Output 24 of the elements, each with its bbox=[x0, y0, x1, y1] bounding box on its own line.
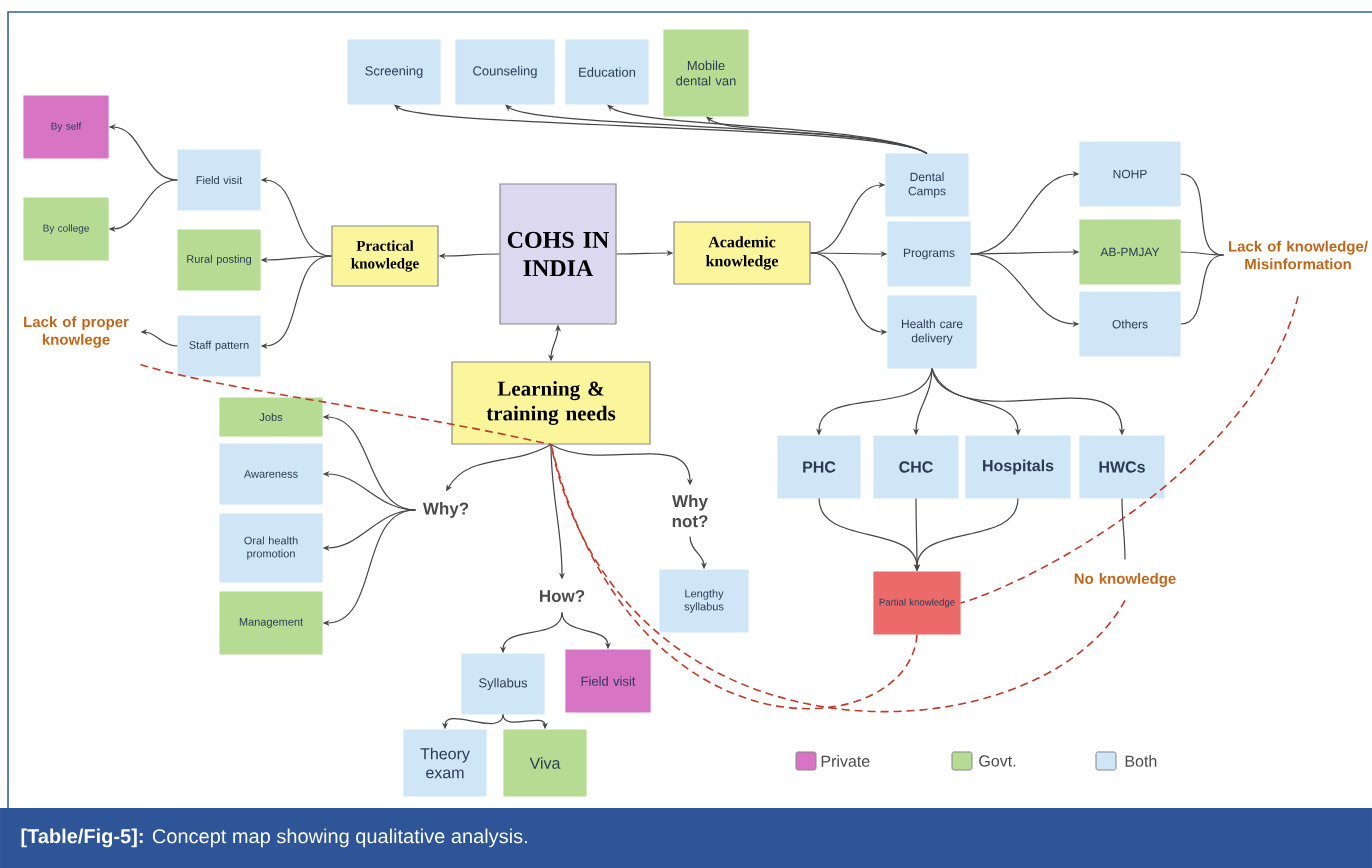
concept-box: Learning & training needs bbox=[451, 361, 651, 445]
topic-box: HWCs bbox=[1079, 435, 1165, 499]
legend-label: Private bbox=[821, 755, 870, 767]
topic-box: Theory exam bbox=[403, 729, 487, 797]
central-box: COHS IN INDIA bbox=[499, 183, 617, 325]
topic-box: Viva bbox=[503, 729, 587, 797]
caption-band: [Table/Fig-5]: Concept map showing qualitative analysis. bbox=[0, 808, 1372, 868]
connector bbox=[1180, 254, 1225, 325]
topic-box: Hospitals bbox=[965, 435, 1071, 499]
concept-box: Academic knowledge bbox=[673, 221, 811, 285]
legend-label: Govt. bbox=[979, 755, 1016, 767]
connector bbox=[1121, 498, 1126, 561]
dashed-connector bbox=[550, 443, 1126, 713]
question-text: Why? bbox=[422, 502, 469, 518]
dashed-connector bbox=[139, 363, 552, 446]
connector bbox=[1180, 251, 1225, 256]
legend-label: Both bbox=[1125, 755, 1157, 767]
dashed-connector bbox=[959, 295, 1299, 604]
question-text: How? bbox=[540, 590, 585, 602]
arrow bbox=[706, 116, 928, 154]
dashed-connector bbox=[550, 443, 918, 710]
topic-box: CHC bbox=[873, 435, 959, 499]
topic-box: PHC bbox=[777, 435, 861, 499]
question-text: Why not? bbox=[672, 494, 708, 528]
